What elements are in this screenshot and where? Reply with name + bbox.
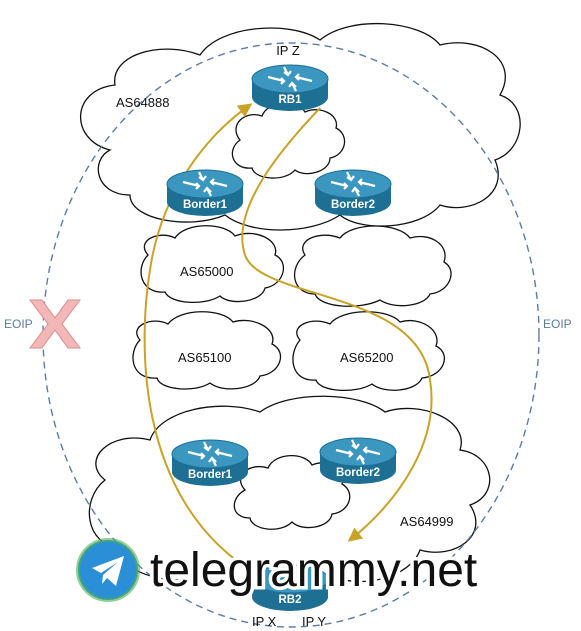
as64999-label: AS64999 xyxy=(400,514,454,529)
path-rb1-to-rb2 xyxy=(241,107,433,542)
telegram-logo-icon xyxy=(76,538,140,602)
cloud-as65200 xyxy=(292,311,446,392)
router-label: Border1 xyxy=(188,469,233,481)
cross-icon xyxy=(29,299,81,349)
router-arrows-icon xyxy=(335,439,381,465)
router-arrows-icon xyxy=(330,171,376,197)
as65000-label: AS65000 xyxy=(180,264,234,279)
router-label: RB2 xyxy=(278,594,301,606)
router-arrows-icon xyxy=(182,171,228,197)
ip-y-label: IP Y xyxy=(302,614,326,629)
router-label: RB1 xyxy=(278,94,302,106)
router-label: Border1 xyxy=(183,199,228,211)
router-arrows-icon xyxy=(267,66,313,92)
router-rb1[interactable]: RB1 xyxy=(251,64,329,111)
router-rb2[interactable]: RB2 xyxy=(251,564,329,611)
cloud-unlabeled-right xyxy=(293,225,452,307)
router-bottom-border2[interactable]: Border2 xyxy=(319,437,397,484)
as64888-label: AS64888 xyxy=(116,95,170,110)
as65200-label: AS65200 xyxy=(340,350,394,365)
router-label: Border2 xyxy=(331,199,375,211)
cloud-as65100 xyxy=(132,311,282,390)
path-rb2-to-rb1 xyxy=(143,103,259,576)
router-bottom-border1[interactable]: Border1 xyxy=(171,439,249,486)
eoip-tunnel-ellipse xyxy=(42,42,540,628)
router-top-border2[interactable]: Border2 xyxy=(314,169,392,216)
cloud-inner-bottom xyxy=(233,454,351,530)
eoip-left-label: EOIP xyxy=(4,317,33,331)
ip-z-label: IP Z xyxy=(276,43,300,58)
router-label: Border2 xyxy=(336,467,380,479)
as65100-label: AS65100 xyxy=(178,350,232,365)
router-top-border1[interactable]: Border1 xyxy=(166,169,244,216)
cloud-inner-top xyxy=(231,102,346,179)
router-arrows-icon xyxy=(187,441,233,467)
watermark-text: telegrammy.net xyxy=(150,544,477,597)
cloud-as65000 xyxy=(140,225,285,304)
eoip-right-label: EOIP xyxy=(543,317,572,331)
ip-x-label: IP X xyxy=(252,614,277,629)
